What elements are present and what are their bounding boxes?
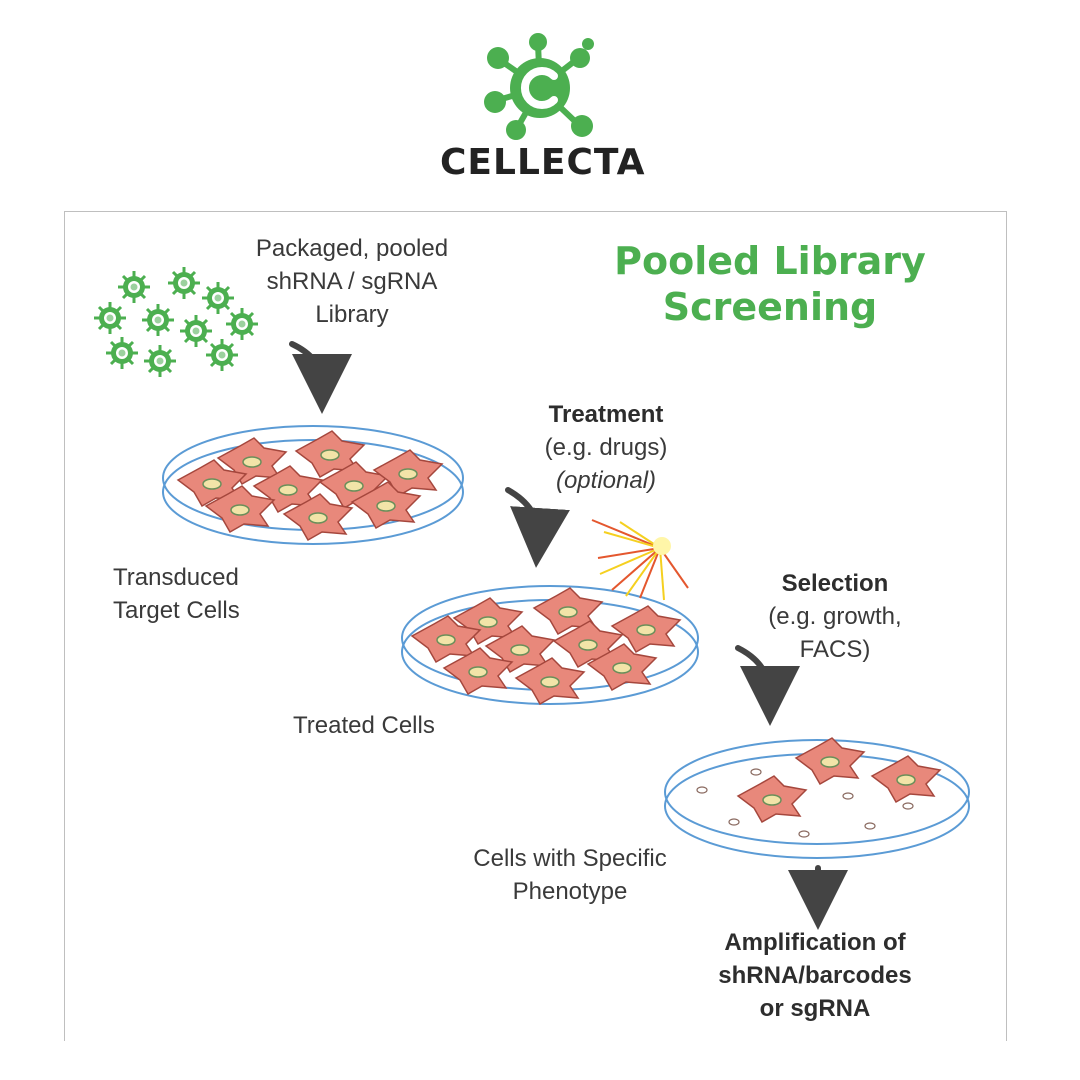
cellecta-logo: CELLECTA bbox=[440, 30, 646, 190]
selection-label: Selection (e.g. growth, FACS) bbox=[768, 570, 902, 663]
phenotype-label: Cells with Specific Phenotype bbox=[473, 845, 667, 905]
transduced-cells-label: Transduced Target Cells bbox=[113, 564, 240, 624]
treatment-burst-icon bbox=[591, 519, 689, 601]
brand-name: CELLECTA bbox=[440, 142, 646, 183]
amplification-label: Amplification of shRNA/barcodes or sgRNA bbox=[718, 929, 912, 1022]
diagram-panel bbox=[64, 211, 1007, 1041]
petri-dish-transduced bbox=[162, 425, 464, 545]
library-label: Packaged, pooled shRNA / sgRNA Library bbox=[255, 235, 449, 328]
diagram-title: Pooled Library Screening bbox=[614, 239, 926, 329]
treated-cells-label: Treated Cells bbox=[293, 712, 435, 739]
flow-arrows bbox=[289, 341, 848, 930]
virus-logo-icon bbox=[484, 33, 594, 140]
treatment-label: Treatment (e.g. drugs) (optional) bbox=[544, 401, 668, 494]
petri-dish-phenotype bbox=[664, 737, 970, 859]
petri-dish-treated bbox=[401, 585, 699, 705]
